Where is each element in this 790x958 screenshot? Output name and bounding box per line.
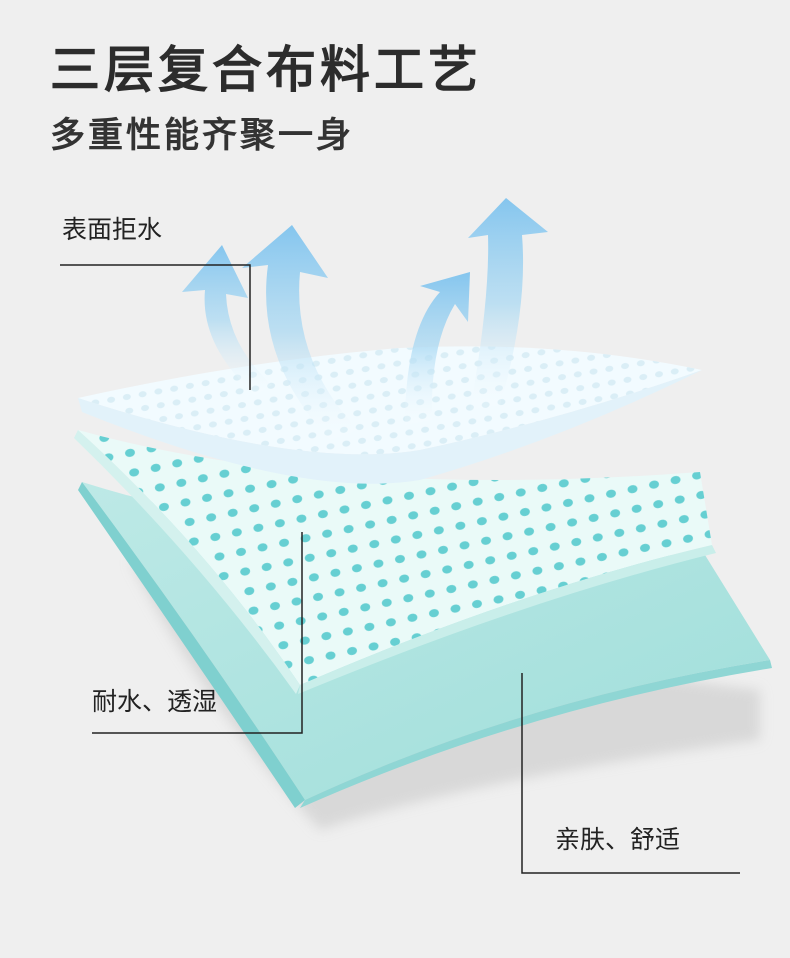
top-layer bbox=[78, 346, 702, 484]
callout-line-top bbox=[60, 264, 251, 390]
label-water-repellent: 表面拒水 bbox=[62, 215, 163, 244]
callout-lines bbox=[60, 264, 740, 874]
moisture-arrow-icon bbox=[182, 198, 548, 440]
label-skin-friendly: 亲肤、舒适 bbox=[555, 825, 681, 854]
page-subtitle: 多重性能齐聚一身 bbox=[50, 116, 355, 156]
label-waterproof-breathable: 耐水、透湿 bbox=[92, 687, 218, 716]
callout-line-middle bbox=[92, 532, 303, 734]
page-title: 三层复合布料工艺 bbox=[50, 41, 482, 99]
callout-line-bottom bbox=[521, 673, 740, 874]
middle-layer bbox=[74, 430, 716, 694]
